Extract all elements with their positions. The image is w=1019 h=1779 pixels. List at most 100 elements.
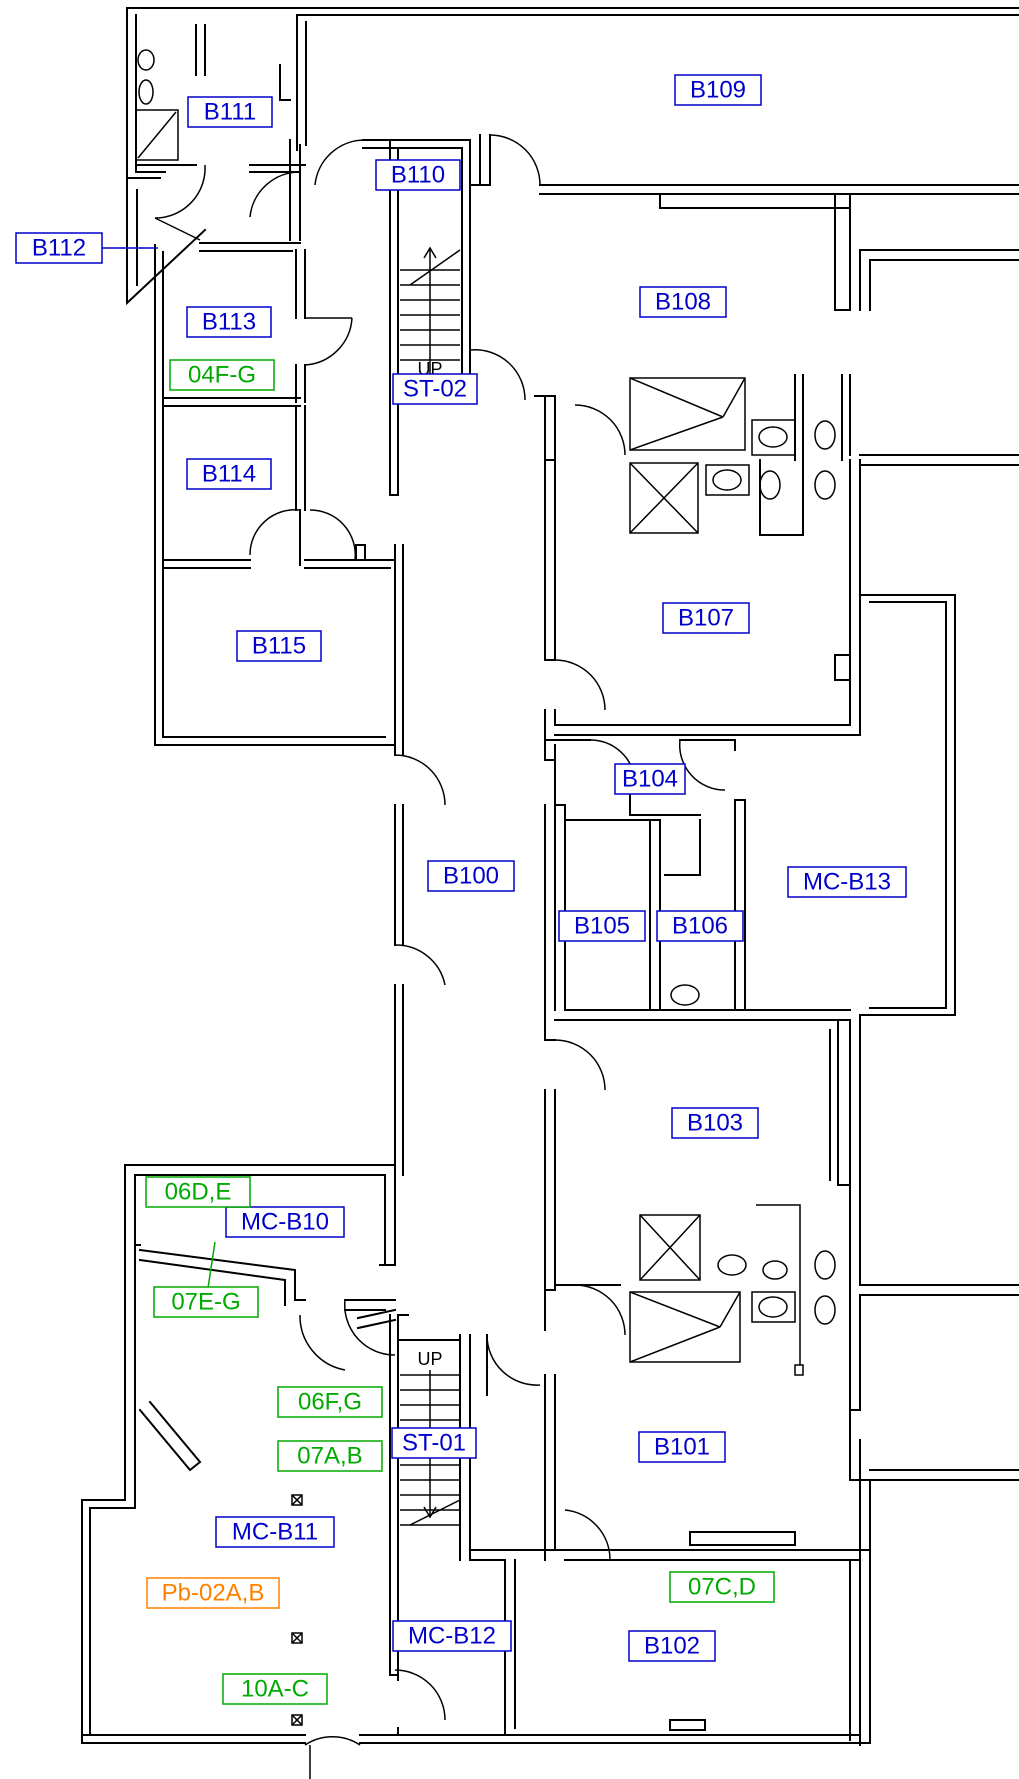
room-label-mc-b13: MC-B13 [787,866,907,898]
sample-label-07e-g-box [153,1286,259,1318]
room-label-b100-box [427,860,515,892]
sink-icon [762,1260,788,1280]
room-label-b105: B105 [558,910,646,942]
sample-label-06f-g-box [277,1386,383,1418]
shower-icon [629,462,699,534]
shower-icon [135,109,179,161]
shower-icon [629,1291,741,1363]
toilet-icon [814,1250,836,1280]
room-label-b110: B110 [375,159,461,191]
room-label-mc-b11: MC-B11 [215,1516,335,1548]
sample-label-07a-b-box [277,1440,383,1472]
room-label-mc-b10-text: MC-B10 [241,1208,329,1235]
doors [154,134,726,1779]
room-label-b104: B104 [614,763,686,795]
room-label-b114-text: B114 [202,460,256,487]
room-label-b113: B113 [186,306,272,338]
room-label-st-01: ST-01 [391,1427,477,1459]
sample-label-07c-d: 07C,D [669,1571,775,1603]
sink-icon [138,79,154,105]
room-label-st-02-text: ST-02 [403,375,467,402]
sample-label-07e-g-text: 07E-G [171,1288,240,1315]
room-label-b109-text: B109 [690,76,746,103]
sample-label-07a-b: 07A,B [277,1440,383,1472]
sample-label-07c-d-text: 07C,D [688,1573,756,1600]
room-label-b107: B107 [662,602,750,634]
room-label-b109-box [674,74,762,106]
room-label-b109: B109 [674,74,762,106]
sample-marker-icon [291,1714,303,1726]
room-label-b112-box [15,232,103,264]
room-label-mc-b13-box [787,866,907,898]
sample-label-06f-g-text: 06F,G [298,1388,362,1415]
room-label-b112-text: B112 [32,234,86,261]
room-label-b103: B103 [671,1107,759,1139]
sample-label-04f-g-text: 04F-G [188,361,256,388]
leader-lines [102,247,216,1289]
toilet-icon [759,470,781,500]
room-label-b114-box [186,458,272,490]
sink-icon [751,419,796,456]
room-label-b106: B106 [656,910,744,942]
room-label-b112: B112 [15,232,103,264]
room-label-b115-text: B115 [252,632,306,659]
room-label-b111: B111 [187,96,273,128]
room-label-b114: B114 [186,458,272,490]
room-label-b107-text: B107 [678,604,734,631]
room-label-b111-box [187,96,273,128]
walls [81,7,1019,1746]
toilet-icon [137,49,155,71]
room-labels: B109B111B110B112B108B113ST-02B114B107B11… [15,74,907,1705]
room-label-b105-box [558,910,646,942]
sample-label-04f-g: 04F-G [169,359,275,391]
room-label-mc-b10: MC-B10 [225,1206,345,1238]
room-label-mc-b12-text: MC-B12 [408,1622,496,1649]
room-label-b104-box [614,763,686,795]
room-label-mc-b12-box [392,1620,512,1652]
stair-up-label-st-01: UP [417,1349,442,1369]
room-label-b108-box [639,286,727,318]
room-label-b100-text: B100 [443,862,499,889]
room-label-b113-box [186,306,272,338]
room-label-b100: B100 [427,860,515,892]
room-label-b102-text: B102 [644,1632,700,1659]
sample-label-06f-g: 06F,G [277,1386,383,1418]
room-label-b108-text: B108 [655,288,711,315]
sample-marker-icon [291,1632,303,1644]
shower-icon [629,377,746,451]
lead-sample-label-pb-02a-b-box [146,1577,280,1609]
toilet-icon [814,1295,836,1325]
room-label-mc-b11-box [215,1516,335,1548]
room-label-b110-text: B110 [391,161,445,188]
sink-icon [717,1254,747,1276]
sample-label-10a-c-box [222,1673,328,1705]
room-label-st-02-box [392,373,478,405]
room-label-b108: B108 [639,286,727,318]
room-label-st-01-box [391,1427,477,1459]
toilet-icon [814,420,836,450]
toilet-icon [814,470,836,500]
room-label-b101: B101 [638,1431,726,1463]
sample-marker-icon [291,1494,303,1506]
fixtures [135,49,836,1726]
room-label-mc-b10-box [225,1206,345,1238]
sample-label-07c-d-box [669,1571,775,1603]
room-label-mc-b12: MC-B12 [392,1620,512,1652]
room-label-b102-box [628,1630,716,1662]
room-label-b101-box [638,1431,726,1463]
sample-label-07e-g: 07E-G [153,1286,259,1318]
room-label-b110-box [375,159,461,191]
shower-icon [639,1214,701,1281]
room-label-b103-box [671,1107,759,1139]
room-label-b106-text: B106 [672,912,728,939]
sample-label-04f-g-box [169,359,275,391]
sample-label-10a-c-text: 10A-C [241,1675,309,1702]
sink-icon [751,1291,796,1323]
room-label-b106-box [656,910,744,942]
room-label-b104-text: B104 [622,765,678,792]
room-label-b102: B102 [628,1630,716,1662]
room-label-b111-text: B111 [204,98,257,125]
lead-sample-label-pb-02a-b: Pb-02A,B [146,1577,280,1609]
room-label-b105-text: B105 [574,912,630,939]
room-label-b103-text: B103 [687,1109,743,1136]
